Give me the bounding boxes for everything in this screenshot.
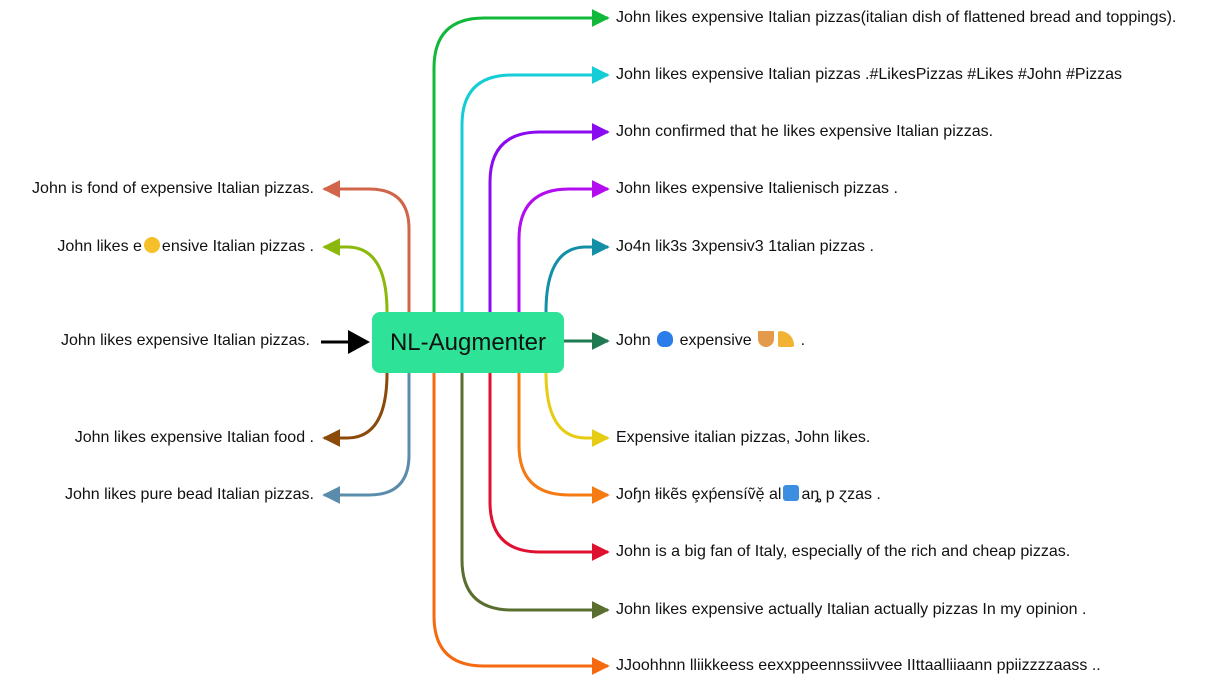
branch-connector-left-3 — [322, 372, 389, 447]
branch-connector-right-3 — [488, 123, 610, 312]
branch-connector-right-7 — [544, 372, 610, 447]
branch-connector-left-2 — [322, 238, 389, 313]
augmented-sentence-right-11: JJoohhnn lliikkeess eexxppeennssiivvee I… — [616, 657, 1101, 674]
augmented-sentence-right-3: John confirmed that he likes expensive I… — [616, 123, 994, 140]
label-part: expensive — [679, 332, 752, 349]
augmented-sentence-right-4: John likes expensive Italienisch pizzas … — [616, 180, 898, 197]
branch-connector-right-10 — [460, 373, 610, 619]
augmented-sentence-left-3: John likes expensive Italian food . — [74, 429, 314, 446]
augmented-sentence-left-4: John likes pure bead Italian pizzas. — [64, 486, 314, 503]
branch-connector-left-1 — [322, 180, 411, 312]
augmented-sentence-right-9: John is a big fan of Italy, especially o… — [616, 543, 1071, 560]
branch-connector-right-9 — [488, 373, 610, 561]
label-part: ensive Italian pizzas . — [161, 238, 314, 255]
augmented-sentence-left-1: John is fond of expensive Italian pizzas… — [32, 180, 314, 197]
spaghetti-icon — [758, 331, 775, 347]
branch-connector-right-5 — [544, 238, 610, 313]
blue-heart-icon — [657, 331, 674, 347]
augmented-sentence-left-2: John likes e ensive Italian pizzas . — [57, 237, 314, 257]
label-part: Joɧn łikẽs ȩxṕensíṽẹ̌ al — [616, 486, 782, 503]
branch-connector-left-4 — [322, 373, 411, 504]
label-part: aȵ p ɀzas . — [801, 486, 881, 503]
augmented-sentence-right-10: John likes expensive actually Italian ac… — [616, 601, 1087, 618]
augmented-sentence-right-1: John likes expensive Italian pizzas(ital… — [616, 9, 1177, 26]
augmented-sentence-right-5: Jo4n lik3s 3xpensiv3 1talian pizzas . — [616, 238, 874, 255]
info-icon — [783, 485, 800, 501]
input-sentence: John likes expensive Italian pizzas. — [60, 332, 310, 349]
augmented-sentence-right-7: Expensive italian pizzas, John likes. — [616, 429, 871, 446]
augmented-sentence-right-8: Joɧn łikẽs ȩxṕensíṽẹ̌ al aȵ p ɀzas . — [616, 485, 881, 505]
augmented-sentence-right-6: John expensive . — [616, 331, 805, 351]
augmented-sentence-right-2: John likes expensive Italian pizzas .#Li… — [616, 66, 1123, 83]
tongue-face-icon — [143, 237, 160, 253]
branch-connector-right-11 — [432, 373, 610, 675]
label-part: . — [800, 332, 806, 349]
label-part: John likes e — [57, 238, 142, 255]
branch-connector-right-2 — [460, 66, 610, 312]
label-part: John — [616, 332, 651, 349]
branch-connector-right-1 — [432, 9, 610, 312]
branch-connector-right-4 — [517, 180, 610, 312]
input-arrow — [321, 330, 370, 354]
center-node: NL-Augmenter — [372, 312, 564, 373]
branch-connector-right-8 — [517, 373, 610, 504]
pizza-icon — [778, 331, 795, 347]
